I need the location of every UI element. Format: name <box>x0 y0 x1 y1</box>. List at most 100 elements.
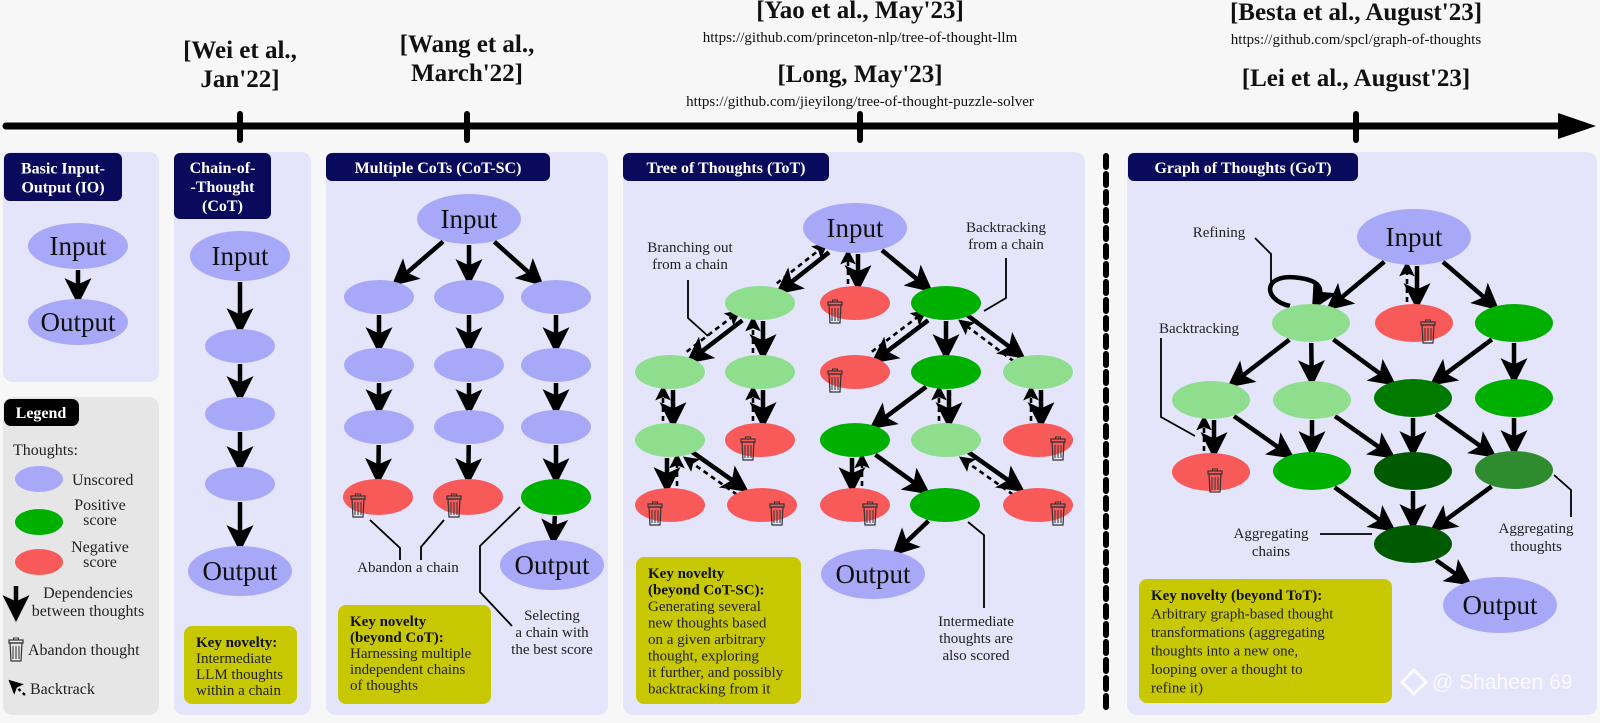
thought-node <box>725 286 795 320</box>
citation-2: [Yao et al., May'23] <box>756 0 964 24</box>
thought-node <box>1272 304 1350 342</box>
novelty-got-body-line: refine it) <box>1151 681 1203 697</box>
positive-thought <box>635 423 705 457</box>
unscored-thought <box>344 348 414 382</box>
novelty-cotsc-title-line: Key novelty <box>350 614 427 630</box>
annotation-aggregating-chains-line: Aggregating <box>1234 526 1309 542</box>
thought-node <box>911 355 981 389</box>
novelty-got-body-line: transformations (aggregating <box>1151 625 1325 641</box>
citation-0: [Wei et al.,Jan'22] <box>183 37 297 93</box>
panel-header-tot-line: Tree of Thoughts (ToT) <box>647 160 806 177</box>
unscored-thought <box>521 348 591 382</box>
positive-thought <box>725 286 795 320</box>
novelty-got-title: Key novelty (beyond ToT): <box>1151 588 1322 604</box>
positive-thought <box>910 488 980 522</box>
thought-node <box>344 348 414 382</box>
thought-node: Output <box>188 546 292 596</box>
positive-thought <box>635 355 705 389</box>
panel-header-cotsc: Multiple CoTs (CoT-SC) <box>355 160 522 177</box>
output-label: Output <box>514 550 590 580</box>
legend-label-line: between thoughts <box>32 603 144 620</box>
novelty-cotsc-title-line: (beyond CoT): <box>350 630 444 646</box>
positive-thought <box>911 286 981 320</box>
positive-thought <box>1273 452 1351 490</box>
negative-thought <box>820 488 890 522</box>
thought-node <box>725 355 795 389</box>
input-label: Input <box>441 204 498 234</box>
output-label: Output <box>202 556 278 586</box>
novelty-cot-body-line: within a chain <box>196 683 281 699</box>
thought-node: Output <box>1443 577 1557 633</box>
novelty-tot: Key novelty(beyond CoT-SC):Generating se… <box>636 557 801 704</box>
unscored-thought <box>205 467 275 501</box>
thought-node <box>1475 379 1553 417</box>
novelty-got-body-line: thoughts into a new one, <box>1151 644 1298 660</box>
thought-node <box>1172 381 1250 419</box>
negative-thought <box>820 286 890 320</box>
legend-swatch-negative <box>15 549 63 575</box>
citation-url-link[interactable]: https://github.com/spcl/graph-of-thought… <box>1231 32 1482 48</box>
citation-5-line: [Lei et al., August'23] <box>1242 65 1470 92</box>
negative-thought <box>820 355 890 389</box>
novelty-tot-title-line: (beyond CoT-SC): <box>648 583 765 599</box>
panel-header-got: Graph of Thoughts (GoT) <box>1154 160 1331 177</box>
unscored-thought <box>434 410 504 444</box>
input-label: Input <box>1386 222 1443 252</box>
legend-label-line: Dependencies <box>43 585 133 602</box>
positive-thought <box>911 423 981 457</box>
legend-swatch-positive <box>15 509 63 535</box>
unscored-thought <box>521 410 591 444</box>
legend-label-line: score <box>83 554 117 571</box>
citation-4: [Besta et al., August'23] <box>1230 0 1482 26</box>
citation-url-link[interactable]: https://github.com/jieyilong/tree-of-tho… <box>686 94 1034 110</box>
negative-thought <box>343 479 413 515</box>
citations: [Wei et al.,Jan'22][Wang et al.,March'22… <box>183 0 1482 110</box>
panel-header-tot: Tree of Thoughts (ToT) <box>647 160 806 177</box>
panel-header-cot-line: (CoT) <box>202 198 243 215</box>
thought-node <box>521 348 591 382</box>
novelty-got: Key novelty (beyond ToT):Arbitrary graph… <box>1139 579 1392 703</box>
negative-thought <box>1003 488 1073 522</box>
legend-title: Legend <box>16 405 67 422</box>
thought-node <box>820 423 890 457</box>
novelty-cotsc-body-line: independent chains <box>350 662 466 678</box>
unscored-thought <box>434 280 504 314</box>
annotation-backtracking-chain-line: from a chain <box>968 237 1044 253</box>
citation-2-line: [Yao et al., May'23] <box>756 0 964 24</box>
citation-3-line: [Long, May'23] <box>777 61 942 88</box>
thought-node: Input <box>190 231 290 281</box>
positive-thought <box>820 423 890 457</box>
thought-node <box>911 286 981 320</box>
negative-thought <box>727 488 797 522</box>
novelty-cotsc-body-line: of thoughts <box>350 678 418 694</box>
positive-thought <box>1374 379 1452 417</box>
citation-1-line: March'22] <box>411 60 523 87</box>
positive-thought <box>1172 381 1250 419</box>
thought-node <box>911 423 981 457</box>
positive-thought <box>725 355 795 389</box>
thought-node <box>635 423 705 457</box>
timeline-arrowhead-icon <box>1558 113 1596 139</box>
novelty-got-body-line: looping over a thought to <box>1151 662 1303 678</box>
thought-node <box>1475 304 1553 342</box>
thought-node <box>1273 452 1351 490</box>
annotation-aggregating-chains-line: chains <box>1252 544 1290 560</box>
annotation-selecting-chain-line: the best score <box>511 642 593 658</box>
watermark-text: @ Shaheen 69 <box>1432 671 1572 694</box>
annotation-selecting-chain-line: a chain with <box>515 625 589 641</box>
annotation-backtracking: Backtracking <box>1159 321 1239 337</box>
positive-thought <box>911 355 981 389</box>
thought-node <box>205 329 275 363</box>
novelty-tot-body-line: thought, exploring <box>648 649 759 665</box>
citation-url-link[interactable]: https://github.com/princeton-nlp/tree-of… <box>703 30 1018 46</box>
negative-thought <box>1003 423 1073 457</box>
thought-node <box>434 410 504 444</box>
panel-header-got-line: Graph of Thoughts (GoT) <box>1154 160 1331 177</box>
